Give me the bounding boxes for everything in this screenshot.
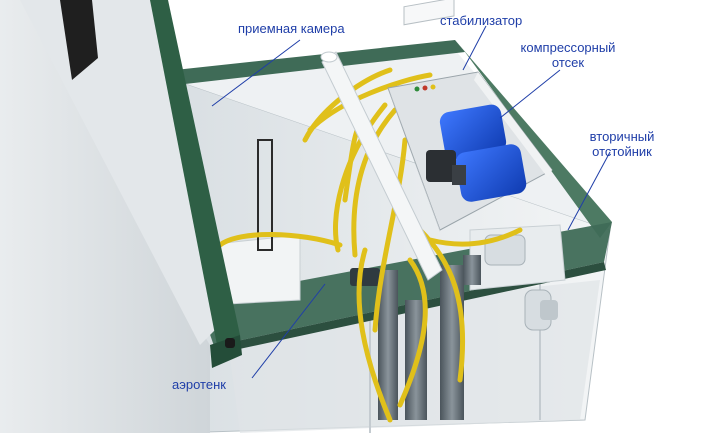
label-receiving-chamber: приемная камера <box>238 21 345 36</box>
tank-lid <box>0 0 242 433</box>
label-aerotank: аэротенк <box>172 377 226 392</box>
label-secondary-line2: отстойник <box>592 144 652 159</box>
vent-pipe <box>320 51 443 281</box>
label-stabilizer: стабилизатор <box>440 13 523 28</box>
handle-icon <box>225 338 235 348</box>
air-hoses <box>217 67 523 423</box>
leader-lines <box>211 25 611 379</box>
label-secondary-line1: вторичный <box>589 129 655 144</box>
label-compressor-compartment: компрессорный отсек <box>508 40 628 70</box>
label-compressor-line1: компрессорный <box>520 40 616 55</box>
label-secondary-settler: вторичный отстойник <box>572 129 672 159</box>
compressor-icon <box>426 104 527 202</box>
label-compressor-line2: отсек <box>551 55 585 70</box>
